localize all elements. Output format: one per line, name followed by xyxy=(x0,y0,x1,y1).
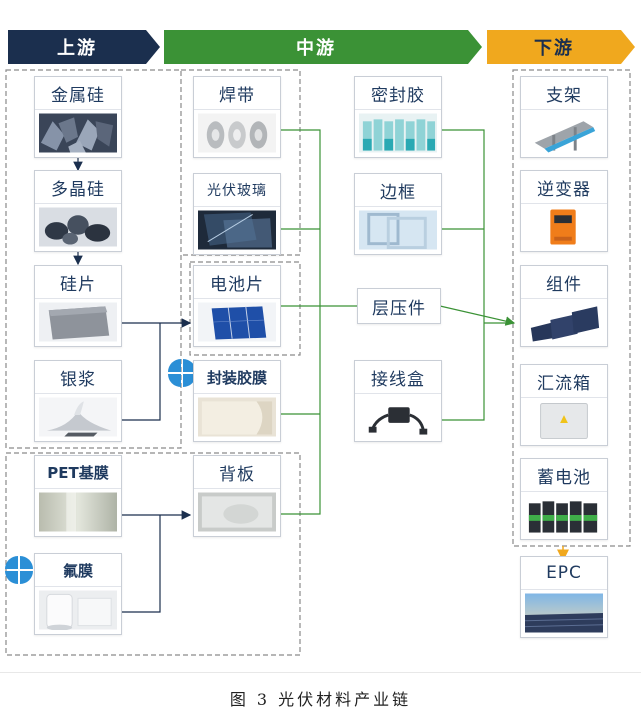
node-bracket: 支架 xyxy=(520,76,608,158)
battery-image xyxy=(525,495,603,535)
node-label: 背板 xyxy=(194,456,280,489)
node-label: 金属硅 xyxy=(35,77,121,110)
divider xyxy=(0,672,641,673)
group-upstream-silicon xyxy=(5,69,182,449)
metal-silicon-image xyxy=(39,113,117,153)
junction-box-image xyxy=(359,397,437,437)
node-frame: 边框 xyxy=(354,173,442,255)
node-label: 接线盒 xyxy=(355,361,441,394)
node-label: 支架 xyxy=(521,77,607,110)
stage-label-midstream: 中游 xyxy=(296,38,336,59)
node-module: 组件 xyxy=(520,265,608,347)
node-metal-silicon: 金属硅 xyxy=(34,76,122,158)
bracket-image xyxy=(525,113,603,153)
node-label: 银浆 xyxy=(35,361,121,394)
combiner-box-image xyxy=(525,401,603,441)
node-cell: 电池片 xyxy=(193,265,281,347)
stage-banner-upstream: 上游 xyxy=(8,30,160,64)
node-pet-film: PET基膜 xyxy=(34,455,122,537)
node-ribbon: 焊带 xyxy=(193,76,281,158)
node-label: 组件 xyxy=(521,266,607,299)
node-label: 层压件 xyxy=(372,298,426,319)
node-label: 蓄电池 xyxy=(521,459,607,492)
node-pv-glass: 光伏玻璃 xyxy=(193,173,281,255)
ribbon-image xyxy=(198,113,276,153)
node-label: 边框 xyxy=(355,174,441,207)
epc-image xyxy=(525,593,603,633)
node-inverter: 逆变器 xyxy=(520,170,608,252)
node-label: 汇流箱 xyxy=(521,365,607,398)
silver-paste-image xyxy=(39,397,117,437)
figure-caption: 图 3 光伏材料产业链 xyxy=(229,690,412,709)
polysilicon-image xyxy=(39,207,117,247)
node-polysilicon: 多晶硅 xyxy=(34,170,122,252)
node-fluoro-film: 氟膜 xyxy=(34,553,122,635)
module-image xyxy=(525,302,603,342)
industry-chain-diagram: 上游 中游 下游 金属硅 多晶硅 硅片 xyxy=(2,30,635,656)
node-label: 多晶硅 xyxy=(35,171,121,204)
node-label: 焊带 xyxy=(194,77,280,110)
node-laminate: 层压件 xyxy=(357,288,441,324)
node-combiner-box: 汇流箱 xyxy=(520,364,608,446)
node-label: 光伏玻璃 xyxy=(194,174,280,207)
fluoro-film-image xyxy=(39,590,117,630)
encap-film-image xyxy=(198,397,276,437)
node-label: 氟膜 xyxy=(35,554,121,587)
node-silver-paste: 银浆 xyxy=(34,360,122,442)
wafer-image xyxy=(39,302,117,342)
node-label: 密封胶 xyxy=(355,77,441,110)
node-encap-film: 封装胶膜 xyxy=(193,360,281,442)
node-battery: 蓄电池 xyxy=(520,458,608,540)
node-backsheet: 背板 xyxy=(193,455,281,537)
backsheet-image xyxy=(198,492,276,532)
highlight-clover-icon xyxy=(165,356,199,390)
inverter-image xyxy=(525,207,603,247)
stage-label-downstream: 下游 xyxy=(534,38,574,59)
node-label: 电池片 xyxy=(194,266,280,299)
stage-banner-midstream: 中游 xyxy=(164,30,482,64)
stage-banner-downstream: 下游 xyxy=(487,30,635,64)
frame-image xyxy=(359,210,437,250)
connector-layer xyxy=(5,69,631,656)
stage-label-upstream: 上游 xyxy=(57,38,97,59)
pv-glass-image xyxy=(198,210,276,250)
node-label: PET基膜 xyxy=(35,456,121,489)
node-sealant: 密封胶 xyxy=(354,76,442,158)
node-epc: EPC xyxy=(520,556,608,638)
highlight-clover-icon xyxy=(2,553,36,587)
cell-image xyxy=(198,302,276,342)
node-label: 硅片 xyxy=(35,266,121,299)
node-label: 封装胶膜 xyxy=(194,361,280,394)
node-label: 逆变器 xyxy=(521,171,607,204)
midstream-links xyxy=(281,129,516,515)
pet-film-image xyxy=(39,492,117,532)
node-label: EPC xyxy=(521,557,607,590)
node-junction-box: 接线盒 xyxy=(354,360,442,442)
group-upstream-film xyxy=(5,452,301,656)
sealant-image xyxy=(359,113,437,153)
group-downstream xyxy=(512,69,631,547)
node-wafer: 硅片 xyxy=(34,265,122,347)
